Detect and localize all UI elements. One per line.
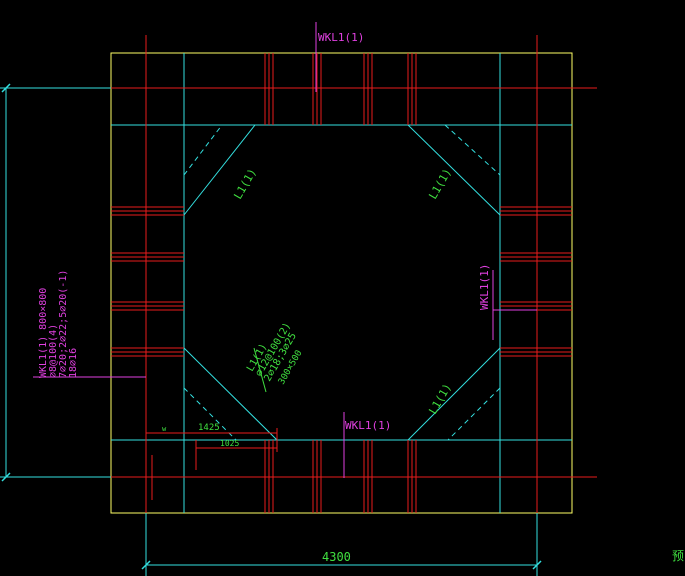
dashed-beam-edges — [183, 124, 501, 441]
dim-inner-1-text: 1425 — [198, 423, 220, 433]
tag-l1-top-left: L1(1) — [231, 166, 259, 201]
tag-l1-top-right: L1(1) — [426, 166, 454, 201]
tag-wkl-top: WKL1(1) — [318, 31, 364, 44]
dim-tick-w-text: w — [162, 425, 167, 433]
diag-beam-top-left — [183, 124, 256, 216]
tag-wkl-right: WKL1(1) — [478, 264, 491, 310]
rebar-lines — [0, 35, 597, 540]
tag-wkl-bottom: WKL1(1) — [345, 419, 391, 432]
inner-dimension-lines — [145, 428, 278, 455]
diag-beam-top-right — [407, 124, 501, 216]
corner-mark-text: 预 — [672, 549, 684, 563]
spec-block-left: WKL1(1) 800×800 ⌀8@100(4) 7⌀20;2⌀22;5⌀20… — [38, 270, 79, 378]
dim-overall-width-text: 4300 — [322, 550, 351, 564]
green-leaders — [253, 347, 267, 393]
column-top-left — [110, 52, 185, 126]
column-outlines — [110, 52, 573, 514]
spec-left-line-3: 7⌀20;2⌀22;5⌀20(-1) — [58, 270, 69, 378]
dimension-ticks — [1, 83, 542, 570]
tag-l1-bottom-right: L1(1) — [426, 381, 454, 416]
spec-left-line-4: 18⌀16 — [68, 348, 79, 378]
diag-beam-bottom-left — [183, 347, 278, 441]
tag-leaders — [33, 22, 537, 478]
beam-outlines — [111, 53, 572, 513]
spec-left-line-1: WKL1(1) 800×800 — [38, 288, 49, 378]
spec-left-line-2: ⌀8@100(4) — [48, 324, 59, 378]
diag-beam-bottom-right — [407, 347, 501, 441]
spec-block-bottom-left: L1(1) ⌀12@100(2) 2⌀18;3⌀25 — [245, 321, 299, 384]
column-top-right — [499, 52, 573, 126]
dim-inner-2-text: 1025 — [220, 439, 239, 448]
